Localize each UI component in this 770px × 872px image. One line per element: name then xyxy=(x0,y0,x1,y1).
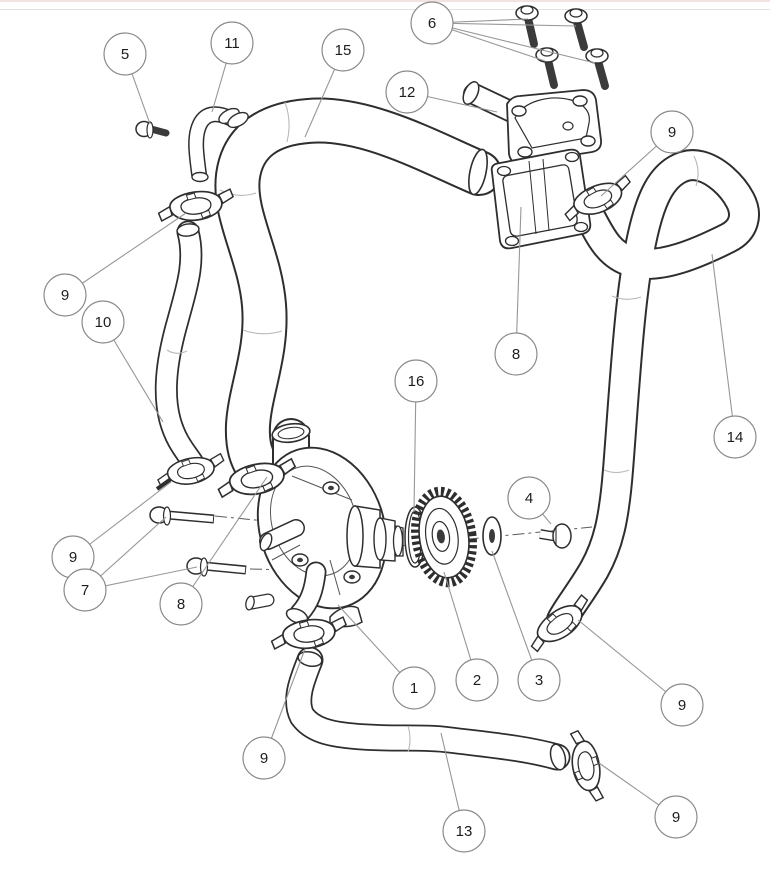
callout-14-outlet-hose[interactable]: 14 xyxy=(713,415,757,459)
callout-8-gasket[interactable]: 8 xyxy=(494,332,538,376)
callout-circle[interactable] xyxy=(442,809,486,853)
callout-circle[interactable] xyxy=(394,359,438,403)
callout-circle[interactable] xyxy=(321,28,365,72)
leader-line xyxy=(64,212,187,296)
callout-1-water-pump[interactable]: 1 xyxy=(392,666,436,710)
hose-clamp-bottom-left-9 xyxy=(268,613,350,655)
callout-15-upper-hose[interactable]: 15 xyxy=(321,28,365,72)
callout-circle[interactable] xyxy=(410,1,454,45)
pump-mounting-bolt-lower-7 xyxy=(186,557,247,577)
callout-circle[interactable] xyxy=(507,476,551,520)
callout-circle[interactable] xyxy=(81,300,125,344)
callout-number: 6 xyxy=(428,15,436,32)
callout-number: 9 xyxy=(61,287,69,304)
washer-3 xyxy=(482,516,502,556)
pump-gear-2 xyxy=(411,486,477,588)
pump-mounting-bolt-upper-7 xyxy=(149,506,215,526)
callout-5-flange-bolt[interactable]: 5 xyxy=(103,32,147,76)
callout-number: 7 xyxy=(81,582,89,599)
callout-circle[interactable] xyxy=(43,273,87,317)
callout-number: 9 xyxy=(678,697,686,714)
callout-6-housing-bolts[interactable]: 6 xyxy=(410,1,454,45)
callout-9-hose-clamp-bottom-left[interactable]: 9 xyxy=(242,736,286,780)
callout-2-pump-gear[interactable]: 2 xyxy=(455,658,499,702)
callout-number: 3 xyxy=(535,672,543,689)
callout-circle[interactable] xyxy=(713,415,757,459)
callout-circle[interactable] xyxy=(392,666,436,710)
callout-9-hose-clamp-bottom-right[interactable]: 9 xyxy=(654,795,698,839)
callout-4-gear-bolt[interactable]: 4 xyxy=(507,476,551,520)
leader-line xyxy=(180,476,268,605)
hose-clamp-bottom-right-9 xyxy=(565,727,607,805)
callout-number: 9 xyxy=(260,750,268,767)
callout-number: 5 xyxy=(121,46,129,63)
leader-line xyxy=(413,380,417,513)
callout-circle[interactable] xyxy=(660,683,704,727)
leader-line xyxy=(491,550,540,681)
callout-circle[interactable] xyxy=(103,32,147,76)
leader-line xyxy=(711,253,736,438)
callout-number: 11 xyxy=(224,35,240,52)
callout-circle[interactable] xyxy=(654,795,698,839)
leader-line xyxy=(431,22,577,27)
bypass-hose-10 xyxy=(154,220,205,475)
callout-11-elbow-fitting[interactable]: 11 xyxy=(210,21,254,65)
callout-number: 14 xyxy=(727,429,744,446)
callout-circle[interactable] xyxy=(455,658,499,702)
callout-9-hose-clamp-right[interactable]: 9 xyxy=(660,683,704,727)
hose-clamp-mid-left-9 xyxy=(154,450,228,492)
callout-number: 16 xyxy=(408,373,425,390)
thermostat-housing-12 xyxy=(462,81,602,165)
callout-number: 2 xyxy=(473,672,481,689)
callout-circle[interactable] xyxy=(650,110,694,154)
callout-circle[interactable] xyxy=(385,70,429,114)
callout-number: 9 xyxy=(672,809,680,826)
callout-9-hose-clamp-upper-left[interactable]: 9 xyxy=(43,273,87,317)
gear-bolt-4 xyxy=(539,523,572,549)
lower-hose-13 xyxy=(285,646,571,771)
elbow-fitting-11 xyxy=(188,106,249,183)
callout-circle[interactable] xyxy=(517,658,561,702)
callout-circle[interactable] xyxy=(159,582,203,626)
callout-8-inlet-clamp[interactable]: 8 xyxy=(159,582,203,626)
callout-number: 1 xyxy=(410,680,418,697)
callout-number: 4 xyxy=(525,490,533,507)
top-gray-rule xyxy=(0,9,770,10)
callout-circle[interactable] xyxy=(63,568,107,612)
flange-bolt-5 xyxy=(135,120,170,139)
callout-circle[interactable] xyxy=(210,21,254,65)
callout-number: 10 xyxy=(95,314,112,331)
callout-number: 9 xyxy=(668,124,676,141)
callout-7-pump-mounting-bolts[interactable]: 7 xyxy=(63,568,107,612)
callout-number: 8 xyxy=(512,346,520,363)
callout-number: 15 xyxy=(335,42,352,59)
callout-circle[interactable] xyxy=(494,332,538,376)
callout-number: 13 xyxy=(456,823,473,840)
callout-16-o-ring[interactable]: 16 xyxy=(394,359,438,403)
housing-bolts-6 xyxy=(515,5,609,90)
callout-3-washer[interactable]: 3 xyxy=(517,658,561,702)
callout-number: 8 xyxy=(177,596,185,613)
callout-number: 9 xyxy=(69,549,77,566)
gasket-8 xyxy=(490,148,592,250)
callout-13-lower-hose[interactable]: 13 xyxy=(442,809,486,853)
top-accent-rule xyxy=(0,0,770,2)
leader-line xyxy=(515,206,522,355)
callout-9-hose-clamp-upper-right[interactable]: 9 xyxy=(650,110,694,154)
callout-9-hose-clamp-mid-left[interactable]: 9 xyxy=(51,535,95,579)
callout-12-thermostat-housing[interactable]: 12 xyxy=(385,70,429,114)
outlet-hose-14 xyxy=(546,149,760,636)
leader-line xyxy=(577,619,683,706)
callout-10-bypass-hose[interactable]: 10 xyxy=(81,300,125,344)
pump-shaft xyxy=(346,505,404,569)
callout-number: 12 xyxy=(399,84,416,101)
leader-line xyxy=(431,22,596,64)
water-pump-1 xyxy=(245,418,388,628)
upper-hose-15 xyxy=(214,97,502,489)
callout-circle[interactable] xyxy=(242,736,286,780)
